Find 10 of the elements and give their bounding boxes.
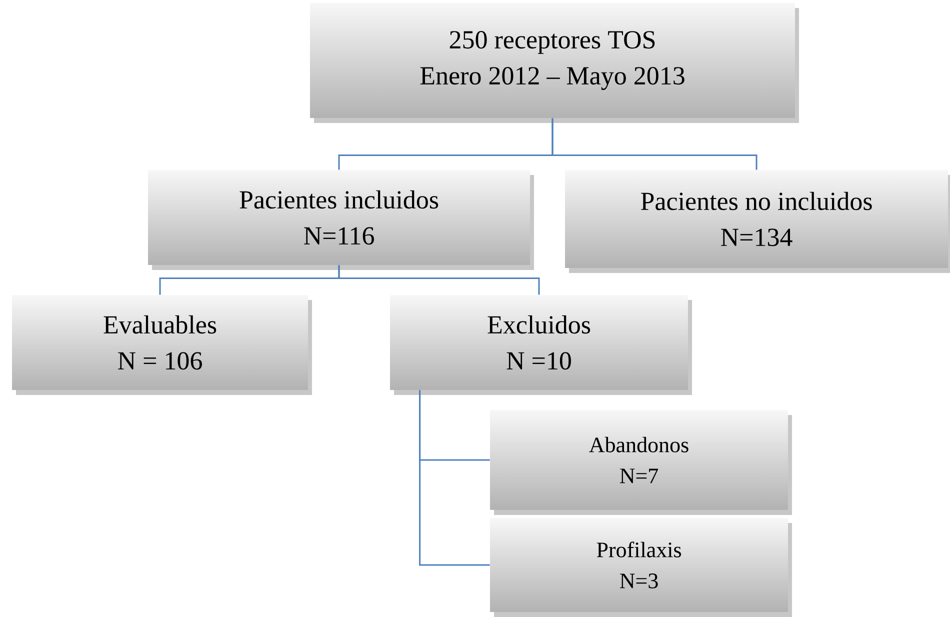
process-box: Pacientes incluidos N=116 — [148, 170, 534, 270]
connector-line — [338, 265, 540, 295]
connector-line — [552, 118, 758, 170]
process-box: Excluidos N =10 — [390, 295, 692, 395]
process-box: Profilaxis N=3 — [490, 518, 792, 617]
connector-line — [419, 390, 490, 566]
process-box: Evaluables N = 106 — [12, 295, 312, 395]
process-box: Abandonos N=7 — [490, 410, 792, 515]
process-box: Pacientes no incluidos N=134 — [565, 170, 950, 273]
process-box: 250 receptores TOS Enero 2012 – Mayo 2013 — [310, 3, 799, 123]
